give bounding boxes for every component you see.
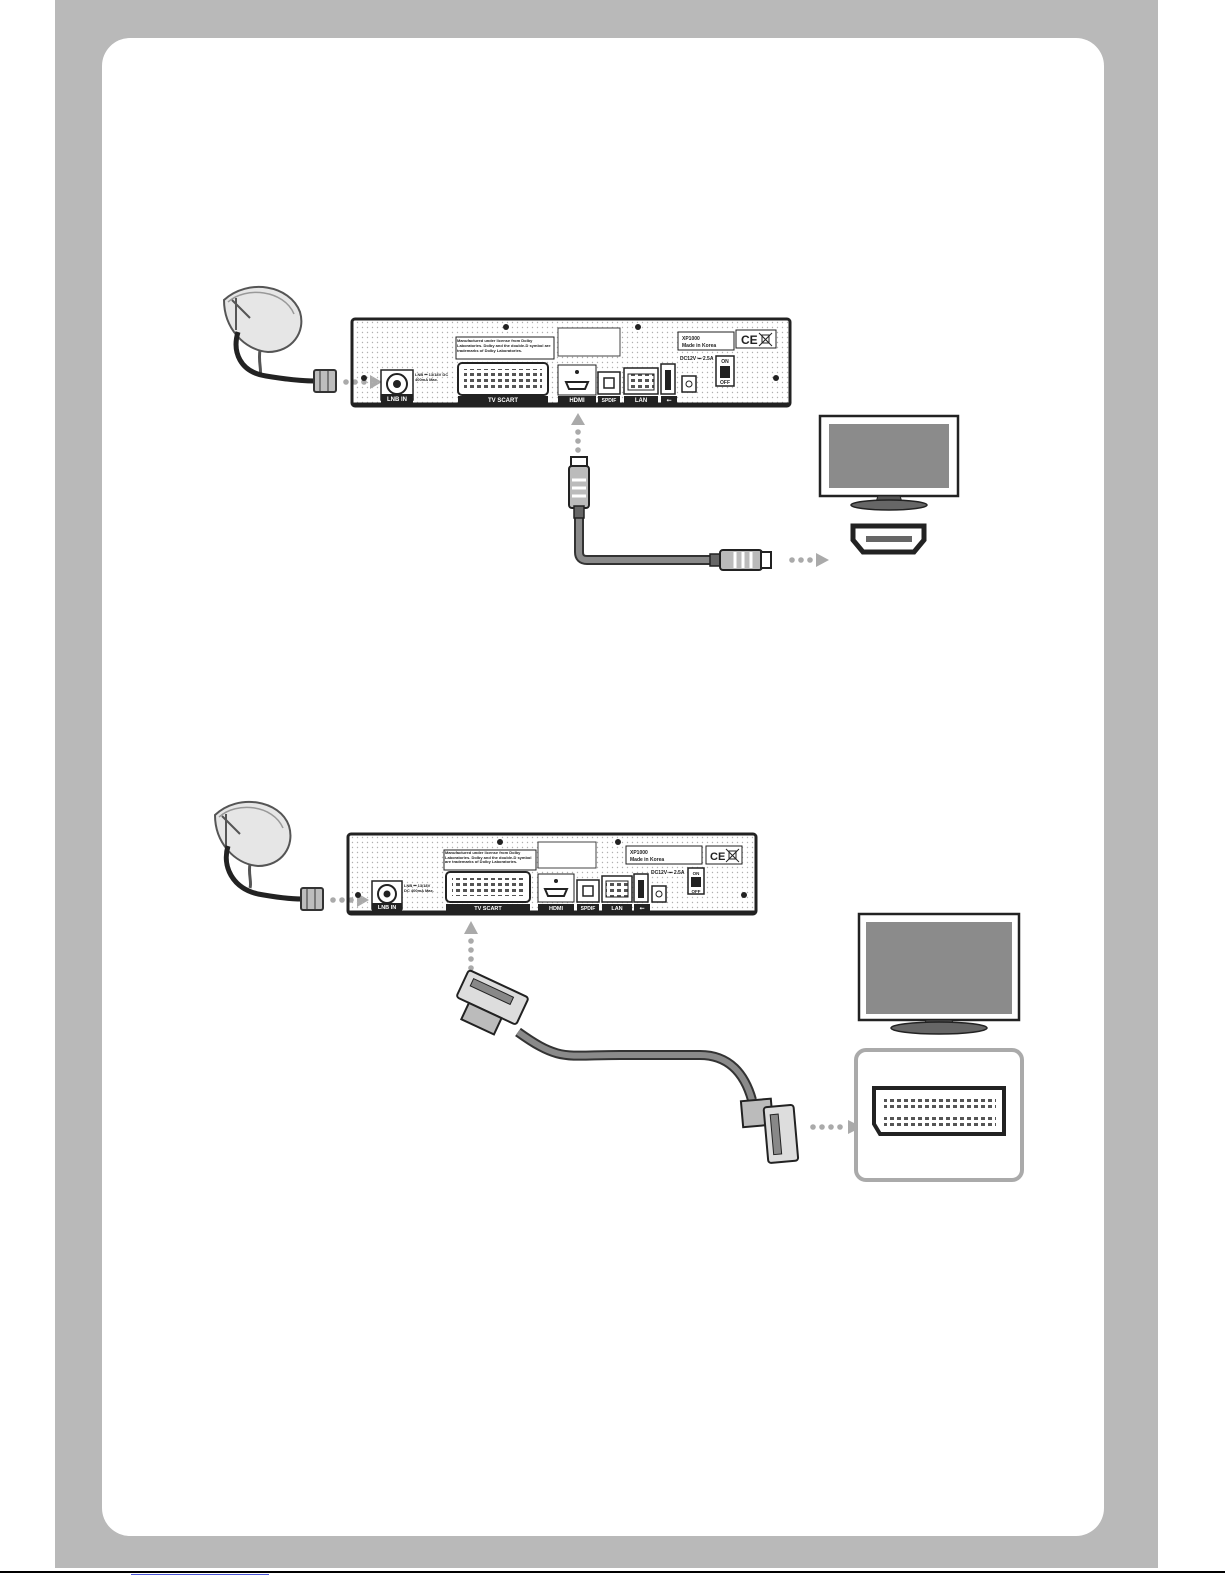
model-label: XP1000 bbox=[630, 850, 648, 856]
switch-off-label: OFF bbox=[720, 380, 730, 386]
weee-bin-icon bbox=[758, 332, 773, 347]
ce-mark-icon: CE bbox=[710, 851, 725, 863]
arrow-cable-to-hdmi-port bbox=[571, 413, 585, 453]
arrow-cable-to-tv-hdmi bbox=[789, 553, 829, 567]
origin-label: Made in Korea bbox=[682, 343, 716, 349]
power-label: DC12V ⎓ 2.5A bbox=[680, 356, 714, 362]
tv-hdmi-port-icon bbox=[850, 523, 927, 555]
arrow-cable-to-scart-port bbox=[464, 921, 478, 971]
hdmi-port-icon bbox=[543, 888, 569, 897]
tv-scart-port-icon bbox=[854, 1048, 1024, 1182]
model-label: XP1000 bbox=[682, 336, 700, 342]
lnb-in-label: LNB IN bbox=[387, 397, 407, 403]
usb-label: ⭠ bbox=[667, 398, 672, 404]
tv-icon bbox=[857, 912, 1021, 1035]
dolby-notice: Manufactured under license from Dolby La… bbox=[457, 338, 551, 353]
lan-label: LAN bbox=[611, 906, 622, 912]
satellite-dish-icon bbox=[213, 801, 324, 911]
tv-scart-label: TV SCART bbox=[474, 906, 502, 912]
switch-on-label: ON bbox=[721, 359, 729, 365]
scart-cable bbox=[456, 969, 800, 1164]
ce-mark-icon: CE bbox=[741, 333, 758, 347]
hdmi-port-icon bbox=[564, 381, 590, 390]
lnb-in-label: LNB IN bbox=[378, 905, 396, 911]
switch-on-label: ON bbox=[693, 871, 700, 876]
origin-label: Made in Korea bbox=[630, 857, 664, 863]
dolby-notice: Manufactured under license from Dolby La… bbox=[445, 851, 532, 865]
scart-connection-diagram: LNB IN LNB ⎓ 13/18V DC 400mA Max. Manufa… bbox=[213, 801, 1024, 1182]
spdif-label: SPDIF bbox=[581, 906, 596, 912]
switch-off-label: OFF bbox=[692, 889, 701, 894]
hdmi-cable bbox=[568, 456, 772, 571]
page-baseline bbox=[0, 1571, 1225, 1573]
tv-scart-label: TV SCART bbox=[488, 398, 518, 404]
hdmi-label: HDMI bbox=[549, 906, 564, 912]
usb-label: ⭠ bbox=[640, 906, 645, 912]
receiver-back-panel: LNB IN LNB ⎓ 13/18V DC 400mA Max. Manufa… bbox=[350, 317, 792, 408]
power-label: DC12V ⎓ 2.5A bbox=[651, 870, 685, 876]
lnb-spec-label: LNB ⎓ 13/18V DC 400mA Max. bbox=[404, 883, 434, 893]
footer-link-underline bbox=[131, 1574, 269, 1575]
lnb-spec-label: LNB ⎓ 13/18V DC 400mA Max. bbox=[415, 372, 449, 382]
spdif-label: SPDIF bbox=[602, 398, 617, 404]
receiver-back-panel: LNB IN LNB ⎓ 13/18V DC 400mA Max. Manufa… bbox=[346, 832, 758, 916]
hdmi-label: HDMI bbox=[569, 398, 585, 404]
weee-bin-icon bbox=[725, 848, 740, 863]
satellite-dish-icon bbox=[222, 286, 337, 393]
lan-label: LAN bbox=[635, 398, 647, 404]
tv-icon bbox=[818, 414, 960, 511]
hdmi-connection-diagram: LNB IN LNB ⎓ 13/18V DC 400mA Max. Manufa… bbox=[222, 286, 960, 571]
